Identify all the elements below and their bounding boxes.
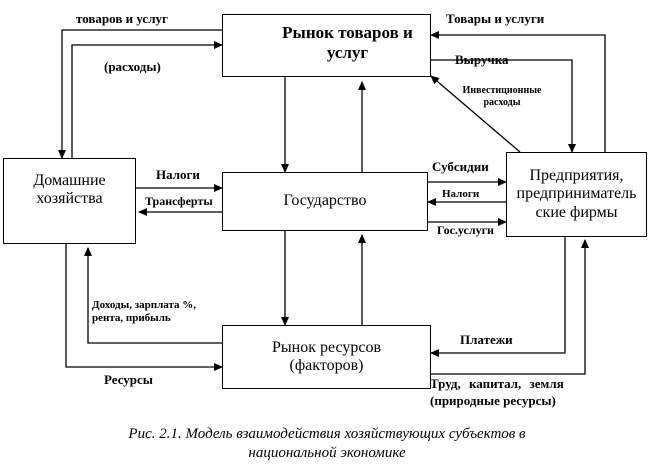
label-goods-to-households-b: (расходы) xyxy=(104,59,161,74)
label-subsidies: Субсидии xyxy=(432,159,489,174)
label-taxes-enterprises: Налоги xyxy=(442,188,480,200)
edge-goods-revenue xyxy=(431,59,576,153)
edge-incomes xyxy=(84,247,222,344)
figure-caption-line-1: Рис. 2.1. Модель взаимодействия хозяйств… xyxy=(128,426,526,442)
label-payments: Платежи xyxy=(460,332,513,347)
edge-payments xyxy=(430,237,566,357)
edge-goods-to-households xyxy=(58,29,222,159)
label-investment: Инвестиционные расходы xyxy=(462,85,542,108)
edge-investment xyxy=(430,75,521,153)
node-government: Государство xyxy=(222,172,428,231)
figure-caption-line-2: национальной экономике xyxy=(248,445,406,461)
label-enterprises-to-goods: Товары и услуги xyxy=(446,11,545,26)
label-transfers: Трансферты xyxy=(145,194,213,208)
label-taxes-households: Налоги xyxy=(156,167,200,182)
edge-households-to-goods xyxy=(71,41,223,158)
label-goods-to-households-a: товаров и услуг xyxy=(76,11,168,26)
label-resources: Ресурсы xyxy=(104,372,153,387)
label-public-services: Гос.услуги xyxy=(437,223,494,237)
node-households: Домашние хозяйства xyxy=(3,158,136,244)
label-revenue: Выручка xyxy=(455,52,509,67)
edge-factors xyxy=(431,239,589,375)
label-incomes: Доходы, зарплата %, рента, прибыль xyxy=(92,299,197,324)
node-resource-market: Рынок ресурсов (факторов) xyxy=(222,325,431,389)
node-goods-market: Рынок товаров и услуг xyxy=(222,14,431,77)
label-factors-a: Труд, капитал, земля xyxy=(430,376,564,391)
label-factors-b: (природные ресурсы) xyxy=(430,393,556,408)
edge-enterprises-to-goods xyxy=(430,31,606,152)
edge-resources xyxy=(65,244,223,371)
node-enterprises: Предприятия, предприниматель ские фирмы xyxy=(506,152,647,237)
